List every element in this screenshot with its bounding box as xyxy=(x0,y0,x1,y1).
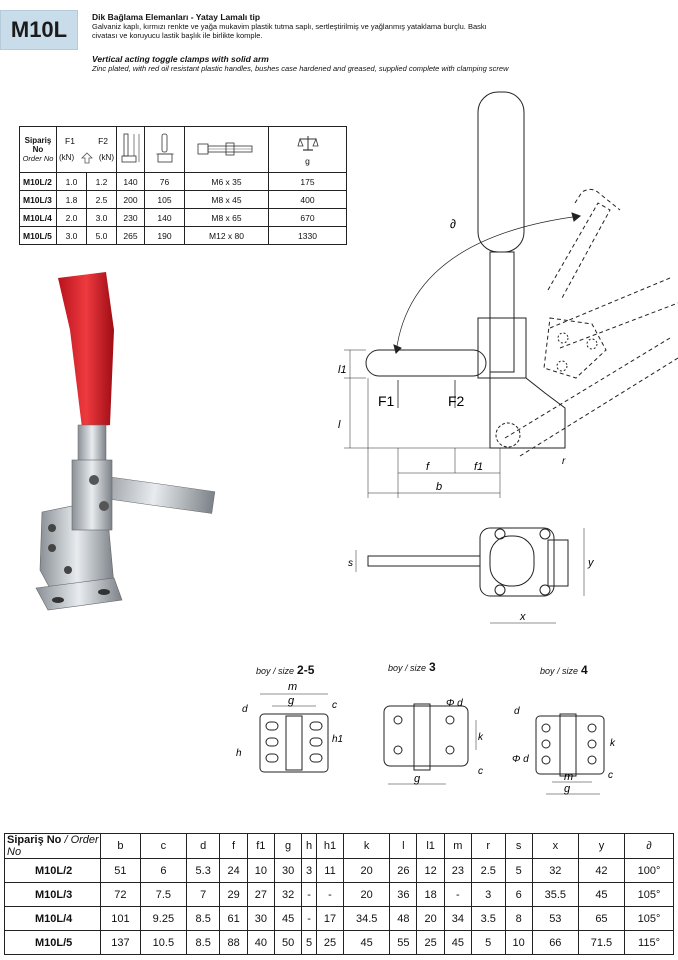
r-dim-label: r xyxy=(562,456,566,467)
order-no-header: Sipariş No / Order No xyxy=(4,833,101,859)
arrow-up-icon xyxy=(80,151,93,163)
svg-text:h: h xyxy=(236,748,242,759)
y-dim-label: y xyxy=(587,557,595,569)
b-dim-label: b xyxy=(436,481,442,493)
svg-text:g: g xyxy=(414,773,421,785)
turkish-title: Dik Bağlama Elemanları - Yatay Lamalı ti… xyxy=(92,12,261,22)
turkish-description: Galvaniz kaplı, kırmızı renkte ve yağa m… xyxy=(92,22,487,40)
s-dim-label: s xyxy=(348,558,353,569)
f2-force-label: F2 xyxy=(448,393,465,409)
weight-unit: g xyxy=(305,155,310,166)
svg-text:c: c xyxy=(608,770,613,781)
red-handle xyxy=(58,272,114,428)
scale-icon: g xyxy=(268,126,347,173)
angle-symbol: ∂ xyxy=(450,217,456,231)
clamp-arm-icon xyxy=(144,126,185,173)
svg-text:c: c xyxy=(478,766,483,777)
english-title: Vertical acting toggle clamps with solid… xyxy=(92,54,269,64)
l-dim-label: l xyxy=(338,419,341,431)
svg-text:k: k xyxy=(478,732,484,743)
order-no-header: Sipariş No Order No xyxy=(19,126,57,173)
svg-text:m: m xyxy=(288,681,297,693)
svg-text:h1: h1 xyxy=(332,734,343,745)
l1-dim-label: l1 xyxy=(338,364,347,376)
base-drawing-size-2-5: m g d c h h1 xyxy=(236,681,343,773)
svg-text:g: g xyxy=(288,695,295,707)
x-dim-label: x xyxy=(519,611,526,623)
product-code-badge: M10L xyxy=(0,10,78,50)
svg-text:c: c xyxy=(332,700,337,711)
svg-text:d: d xyxy=(514,706,520,717)
technical-drawing: F1 F2 f f1 b l l1 r s x y ∂ xyxy=(338,91,678,624)
f-dim-label: f xyxy=(426,461,430,473)
handle-outline xyxy=(477,91,525,253)
svg-text:Φ d: Φ d xyxy=(512,754,529,765)
svg-text:d: d xyxy=(242,704,248,715)
svg-text:g: g xyxy=(564,783,571,795)
svg-text:k: k xyxy=(610,738,616,749)
f1-force-label: F1 xyxy=(378,393,395,409)
clamp-height-icon xyxy=(116,126,145,173)
english-description: Zinc plated, with red oil resistant plas… xyxy=(92,64,509,73)
svg-text:m: m xyxy=(564,771,573,783)
base-drawing-size-3: Φ d k c g xyxy=(383,698,484,785)
svg-text:Φ d: Φ d xyxy=(446,698,463,709)
f1-dim-label: f1 xyxy=(474,461,483,473)
clamp-photo xyxy=(35,272,216,611)
screw-icon xyxy=(184,126,269,173)
base-drawing-size-4: d Φ d k c m g xyxy=(512,706,616,795)
